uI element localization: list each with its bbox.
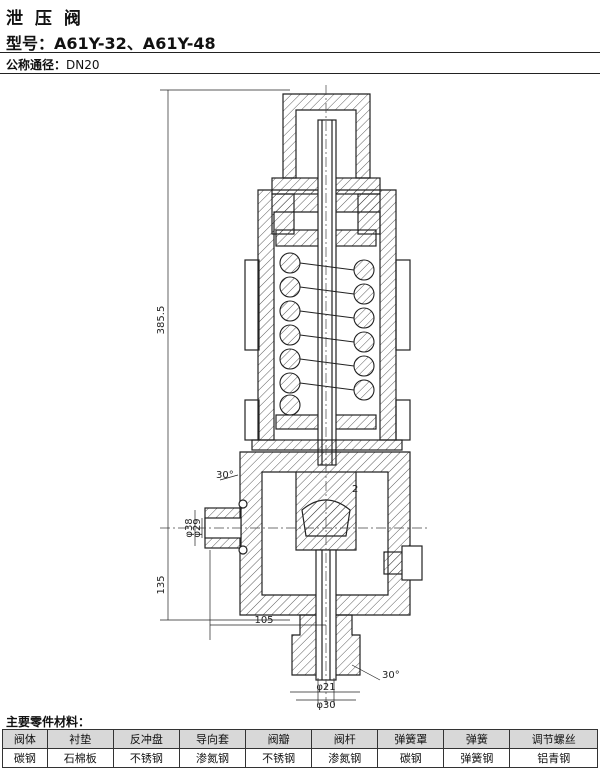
dn-label: 公称通径： xyxy=(6,58,67,72)
part-cell: 调节螺丝 xyxy=(509,729,598,749)
parts-row: 阀体 衬垫 反冲盘 导向套 阀瓣 阀杆 弹簧罩 弹簧 调节螺丝 xyxy=(2,729,598,749)
materials-table: 阀体 衬垫 反冲盘 导向套 阀瓣 阀杆 弹簧罩 弹簧 调节螺丝 碳钢 石棉板 不… xyxy=(2,729,598,768)
dim-total-height: 385.5 xyxy=(156,306,167,335)
model-value: A61Y-32、A61Y-48 xyxy=(54,34,216,53)
part-cell: 导向套 xyxy=(178,729,247,749)
part-cell: 衬垫 xyxy=(46,729,114,749)
dim-lift: 2 xyxy=(352,484,358,495)
material-cell: 渗氮钢 xyxy=(311,748,379,768)
materials-row: 碳钢 石棉板 不锈钢 渗氮钢 不锈钢 渗氮钢 碳钢 弹簧钢 铝青钢 xyxy=(2,748,598,768)
dim-d30: φ30 xyxy=(316,700,335,710)
dim-lower-height: 135 xyxy=(156,575,167,594)
material-cell: 不锈钢 xyxy=(112,748,180,768)
material-cell: 弹簧钢 xyxy=(443,748,511,768)
material-cell: 碳钢 xyxy=(2,748,48,768)
part-cell: 阀瓣 xyxy=(245,729,313,749)
header-divider-2 xyxy=(0,73,600,74)
material-cell: 碳钢 xyxy=(377,748,445,768)
body-flange xyxy=(251,439,403,451)
model-line: 型号：A61Y-32、A61Y-48 xyxy=(6,30,216,54)
part-cell: 阀体 xyxy=(2,729,48,749)
part-cell: 反冲盘 xyxy=(112,729,180,749)
header-divider xyxy=(0,52,600,53)
material-cell: 铝青钢 xyxy=(509,748,598,768)
model-label: 型号： xyxy=(6,34,55,53)
part-cell: 弹簧 xyxy=(443,729,511,749)
materials-title: 主要零件材料： xyxy=(6,715,91,729)
material-cell: 不锈钢 xyxy=(245,748,313,768)
dim-horizontal-offset: 105 xyxy=(254,615,273,626)
part-cell: 弹簧罩 xyxy=(377,729,445,749)
page-title: 泄 压 阀 xyxy=(6,9,84,29)
dim-angle-left: 30° xyxy=(216,470,234,481)
nominal-diameter-line: 公称通径：DN20 xyxy=(6,56,100,73)
dim-d21: φ21 xyxy=(316,682,335,693)
spring-coils xyxy=(279,252,375,416)
dim-angle-right: 30° xyxy=(382,670,400,681)
dim-d38: φ38 xyxy=(184,518,195,537)
valve-section-drawing: 385.5 135 105 φ38 φ29 φ21 φ30 30° 30° 2 xyxy=(156,85,430,710)
material-cell: 石棉板 xyxy=(46,748,114,768)
material-cell: 渗氮钢 xyxy=(178,748,247,768)
dn-value: DN20 xyxy=(66,58,100,72)
dim-d29: φ29 xyxy=(192,518,203,537)
part-cell: 阀杆 xyxy=(311,729,379,749)
valve-stem xyxy=(317,119,337,466)
